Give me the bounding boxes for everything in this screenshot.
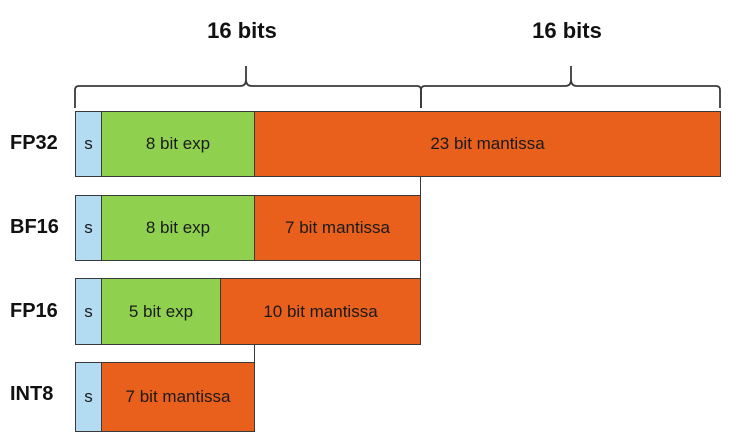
bf16-mantissa-segment: 7 bit mantissa	[254, 195, 421, 261]
fp32-sign-segment: s	[75, 111, 102, 177]
bf16-fp16-connector	[420, 260, 421, 279]
fp32-bf16-connector	[420, 176, 421, 196]
bit-width-brackets	[74, 66, 721, 108]
fp32-mantissa-segment: 23 bit mantissa	[254, 111, 721, 177]
bf16-exponent-segment: 8 bit exp	[101, 195, 255, 261]
fp32-exponent-segment: 8 bit exp	[101, 111, 255, 177]
left-16bit-bracket	[74, 66, 422, 108]
row-label-fp16: FP16	[10, 300, 58, 322]
row-label-bf16: BF16	[10, 216, 59, 238]
row-label-int8: INT8	[10, 383, 54, 405]
fp16-mantissa-segment: 10 bit mantissa	[220, 278, 421, 345]
right-bits-label: 16 bits	[532, 18, 602, 43]
fp16-sign-segment: s	[75, 278, 102, 345]
int8-sign-segment: s	[75, 362, 102, 432]
left-bits-label: 16 bits	[207, 18, 277, 43]
right-16bit-bracket	[420, 66, 721, 108]
fp16-int8-connector	[254, 344, 255, 363]
bf16-sign-segment: s	[75, 195, 102, 261]
int8-mantissa-segment: 7 bit mantissa	[101, 362, 255, 432]
row-label-fp32: FP32	[10, 132, 58, 154]
fp16-exponent-segment: 5 bit exp	[101, 278, 221, 345]
